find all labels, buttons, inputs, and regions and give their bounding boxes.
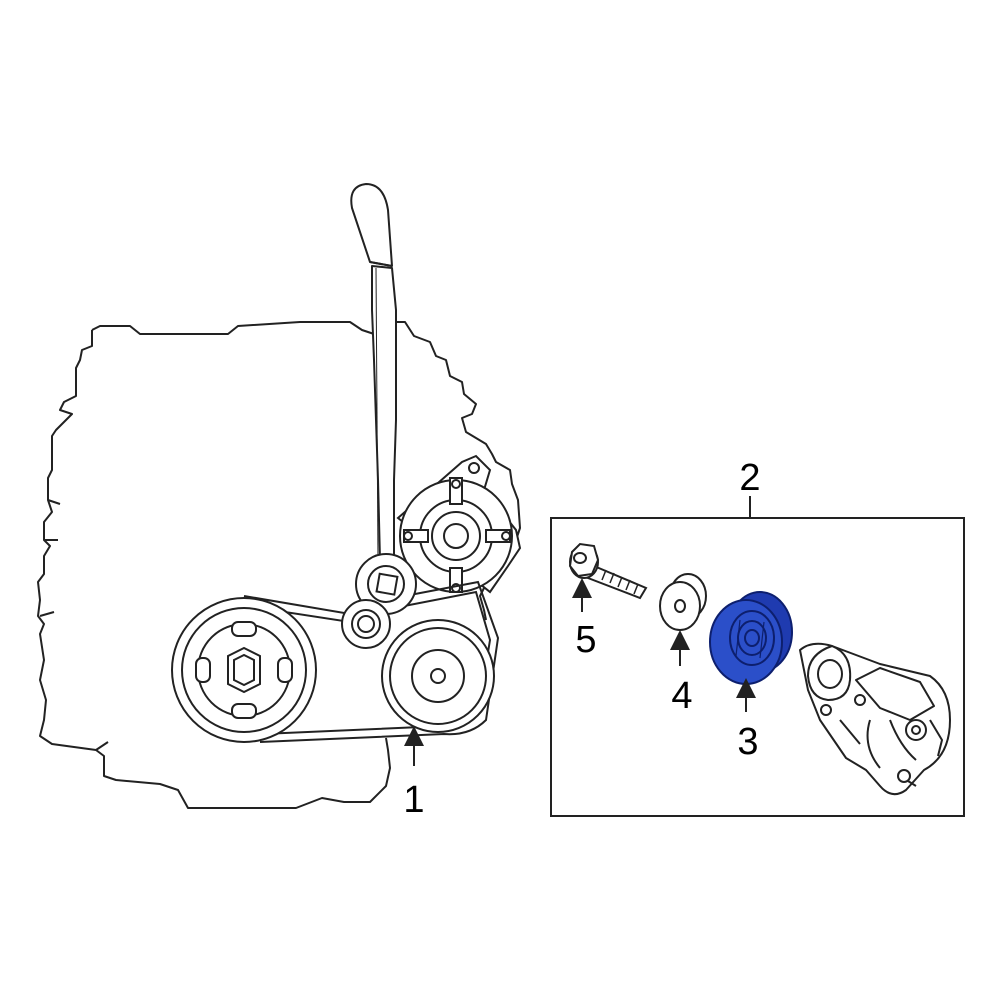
callout-3: 3	[736, 678, 759, 763]
idler-pulley-small	[341, 599, 391, 649]
callout-5-label: 5	[575, 619, 596, 661]
kit-box: 2	[550, 457, 965, 817]
tensioner-pulley-upper	[355, 553, 417, 615]
callout-1-label: 1	[403, 779, 424, 821]
callout-2-label: 2	[739, 457, 760, 499]
crankshaft-pulley	[171, 597, 317, 743]
accessory-pulley-large	[381, 619, 495, 733]
callout-4: 4	[670, 630, 693, 717]
alternator	[396, 454, 522, 594]
belt-tensioner-assembly	[799, 642, 951, 796]
spacer-washer	[659, 573, 707, 631]
callout-1: 1	[403, 726, 425, 821]
callout-4-label: 4	[671, 675, 692, 717]
bolt	[568, 542, 648, 600]
callout-3-label: 3	[737, 721, 758, 763]
idler-pulley-highlighted[interactable]	[709, 591, 793, 685]
dipstick-tube	[350, 183, 397, 561]
callout-5: 5	[572, 578, 597, 661]
